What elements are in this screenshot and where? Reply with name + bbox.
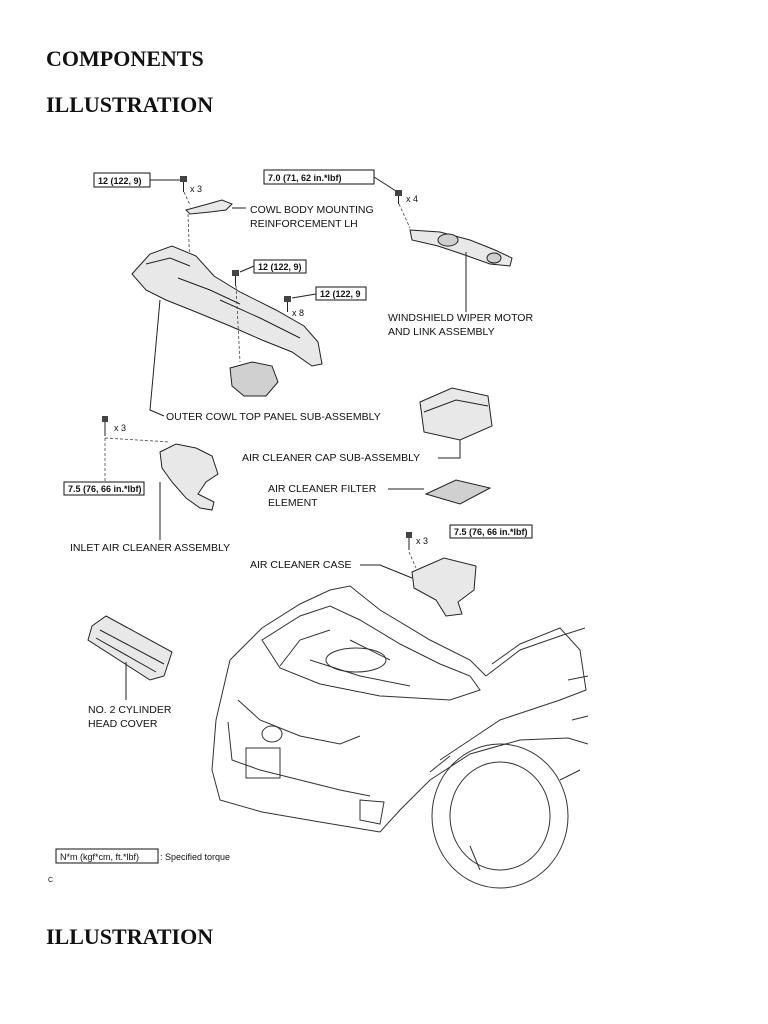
- label-head-cover-line2: HEAD COVER: [88, 718, 158, 730]
- torque-cowl-top-2: 12 (122, 9: [320, 289, 361, 299]
- torque-cowl-reinf: 12 (122, 9): [98, 176, 142, 186]
- inlet-group: x 3 7.5 (76, 66 in.*lbf) INLET AIR CLEAN…: [63, 416, 230, 554]
- filter-group: AIR CLEANER FILTER ELEMENT: [268, 479, 492, 509]
- cowl-reinforcement-group: 12 (122, 9) x 3 COWL BODY MOUNTING REINF…: [93, 172, 374, 271]
- torque-box-cowl-top-2: [315, 286, 367, 301]
- vehicle-illustration: [211, 585, 589, 889]
- bolt-icon: [102, 416, 108, 436]
- inlet-air-cleaner-part: [159, 443, 219, 511]
- torque-box-case: [449, 524, 533, 539]
- page-title: COMPONENTS: [46, 46, 204, 71]
- logo-emblem: [261, 725, 283, 743]
- qty-cowl-reinf: x 3: [190, 184, 202, 194]
- torque-inlet: 7.5 (76, 66 in.*lbf): [68, 484, 142, 494]
- air-cleaner-case-group: x 3 7.5 (76, 66 in.*lbf) AIR CLEANER CAS…: [250, 524, 533, 617]
- cowl-reinforcement-part: [185, 199, 233, 215]
- label-filter-line1: AIR CLEANER FILTER: [268, 483, 377, 495]
- legend-torque-box: [55, 848, 159, 864]
- head-cover-group: NO. 2 CYLINDER HEAD COVER: [87, 615, 173, 730]
- qty-case: x 3: [416, 536, 428, 546]
- washer-tank-part: [229, 361, 279, 397]
- legend-text: : Specified torque: [160, 852, 230, 862]
- bolt-icon: [232, 270, 239, 286]
- air-cleaner-filter-part: [424, 479, 492, 505]
- figure-code: C: [48, 877, 53, 884]
- outer-cowl-top-panel-part: [131, 245, 323, 367]
- bolt-icon: [284, 296, 291, 312]
- bolt-icon: [406, 532, 412, 550]
- label-head-cover-line1: NO. 2 CYLINDER: [88, 704, 172, 716]
- label-case: AIR CLEANER CASE: [250, 559, 352, 571]
- torque-legend: N*m (kgf*cm, ft.*lbf) : Specified torque…: [48, 848, 230, 884]
- air-cleaner-case-part: [411, 557, 477, 617]
- section-heading-illustration-2: ILLUSTRATION: [46, 924, 214, 949]
- label-inlet: INLET AIR CLEANER ASSEMBLY: [70, 542, 230, 554]
- front-wheel: [431, 743, 569, 889]
- label-cowl-top: OUTER COWL TOP PANEL SUB-ASSEMBLY: [166, 411, 381, 423]
- label-cowl-reinf-line2: REINFORCEMENT LH: [250, 218, 358, 230]
- cowl-top-group: 12 (122, 9) 12 (122, 9 x 8 OUTER COWL TO…: [131, 245, 381, 423]
- cylinder-head-cover-part: [87, 615, 173, 681]
- bolt-icon: [180, 176, 187, 192]
- legend-unit: N*m (kgf*cm, ft.*lbf): [60, 852, 139, 862]
- label-wiper-line2: AND LINK ASSEMBLY: [388, 326, 495, 338]
- wiper-group: 7.0 (71, 62 in.*lbf) x 4 WINDSHIELD WIPE…: [263, 169, 533, 338]
- torque-cowl-top-1: 12 (122, 9): [258, 262, 302, 272]
- label-cap: AIR CLEANER CAP SUB-ASSEMBLY: [242, 452, 420, 464]
- torque-wiper: 7.0 (71, 62 in.*lbf): [268, 173, 342, 183]
- qty-wiper: x 4: [406, 194, 418, 204]
- air-cleaner-cap-group: AIR CLEANER CAP SUB-ASSEMBLY: [242, 387, 493, 464]
- bolt-icon: [395, 190, 402, 204]
- section-heading-illustration: ILLUSTRATION: [46, 92, 214, 117]
- wiper-linkage-part: [409, 229, 513, 267]
- label-cowl-reinf-line1: COWL BODY MOUNTING: [250, 204, 374, 216]
- label-wiper-line1: WINDSHIELD WIPER MOTOR: [388, 312, 533, 324]
- hood-outline: [229, 585, 487, 677]
- torque-case: 7.5 (76, 66 in.*lbf): [454, 527, 528, 537]
- qty-cowl-top: x 8: [292, 308, 304, 318]
- torque-box-inlet: [63, 481, 145, 496]
- air-cleaner-cap-part: [419, 387, 493, 441]
- qty-inlet: x 3: [114, 423, 126, 433]
- label-filter-line2: ELEMENT: [268, 497, 318, 509]
